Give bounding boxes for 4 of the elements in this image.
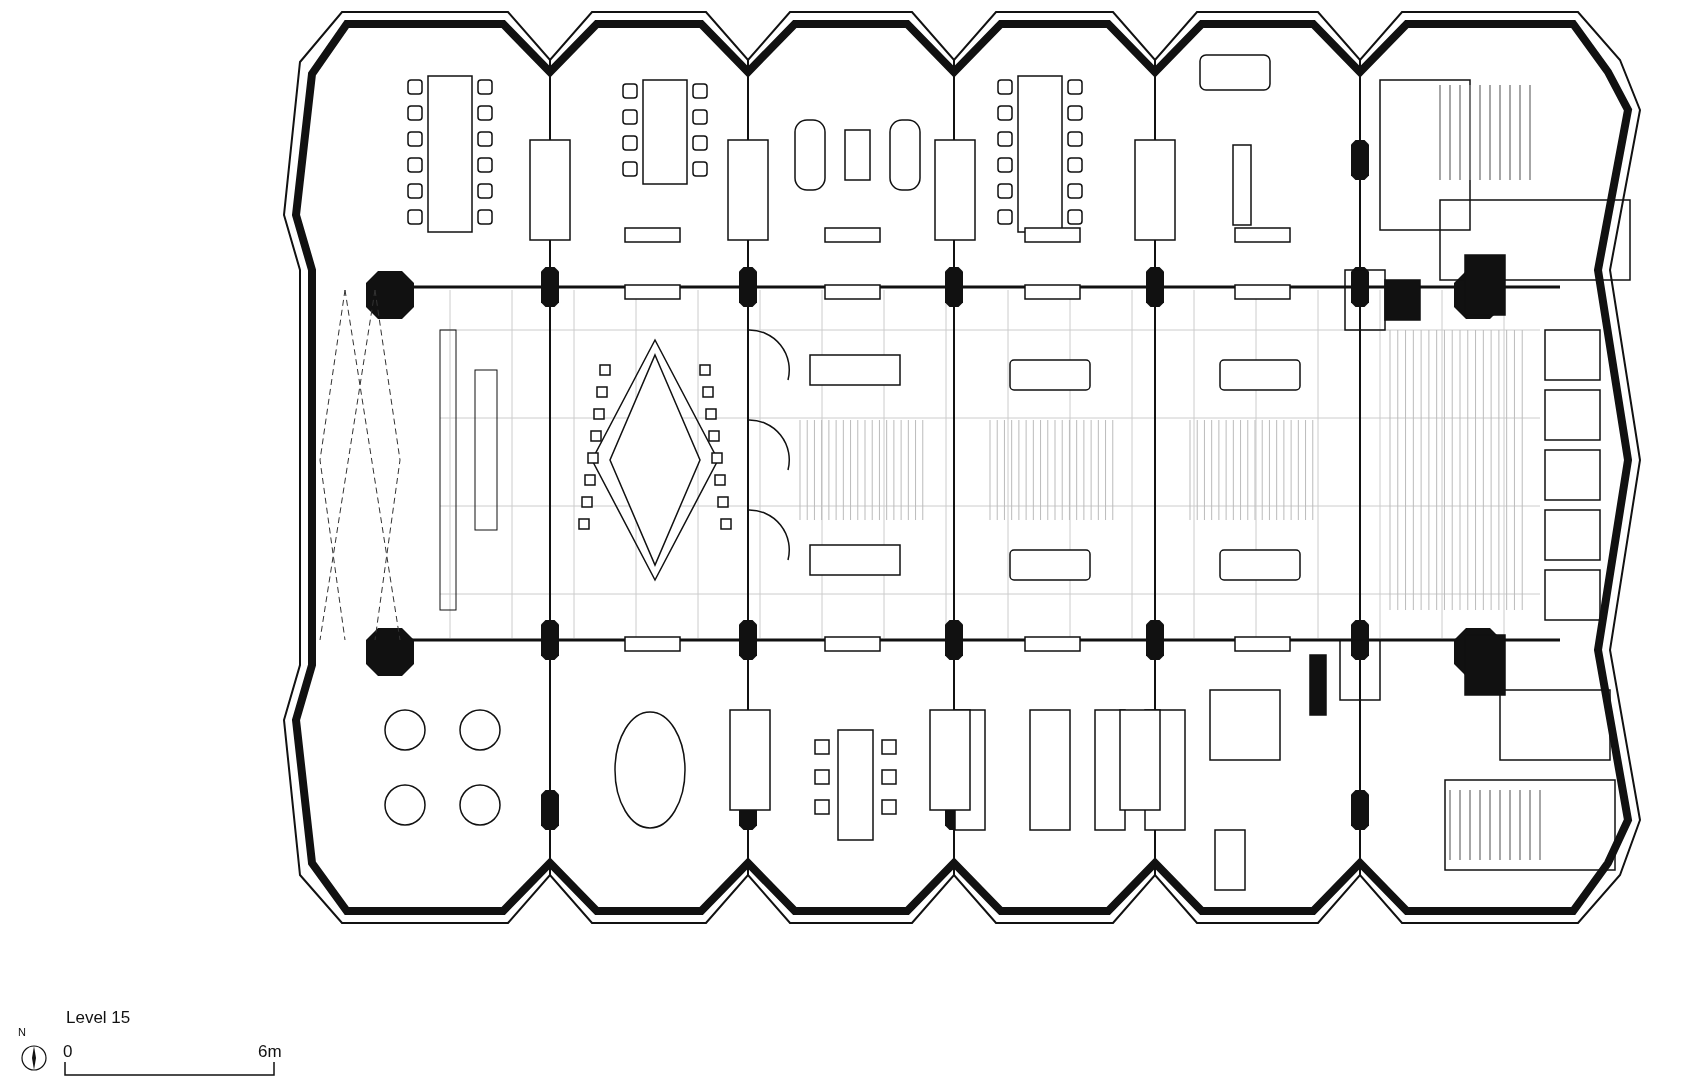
title: Level 15 — [66, 1008, 131, 1028]
north-label: N — [18, 1027, 26, 1038]
scale-label: 0 — [63, 1043, 73, 1060]
scale-label: 6m — [258, 1043, 282, 1060]
